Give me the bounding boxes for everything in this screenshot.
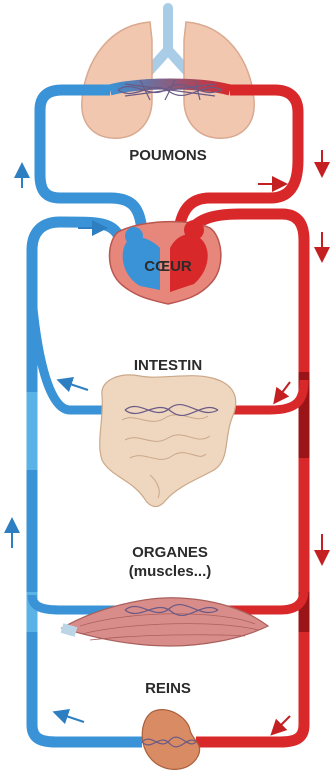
muscle-icon <box>62 598 268 646</box>
label-heart: CŒUR <box>128 258 208 275</box>
arrow-left-icon <box>64 382 88 390</box>
arrow-down-icon <box>278 382 290 398</box>
label-intestine: INTESTIN <box>110 357 226 374</box>
label-muscles: (muscles...) <box>110 563 230 580</box>
kidney-icon <box>142 710 200 770</box>
arrow-left-icon <box>60 714 84 722</box>
label-organs: ORGANES <box>110 544 230 561</box>
arrow-down-icon <box>276 716 290 730</box>
label-lungs: POUMONS <box>108 147 228 164</box>
label-kidneys: REINS <box>120 680 216 697</box>
intestine-icon <box>100 375 236 507</box>
lungs-icon <box>82 8 254 138</box>
